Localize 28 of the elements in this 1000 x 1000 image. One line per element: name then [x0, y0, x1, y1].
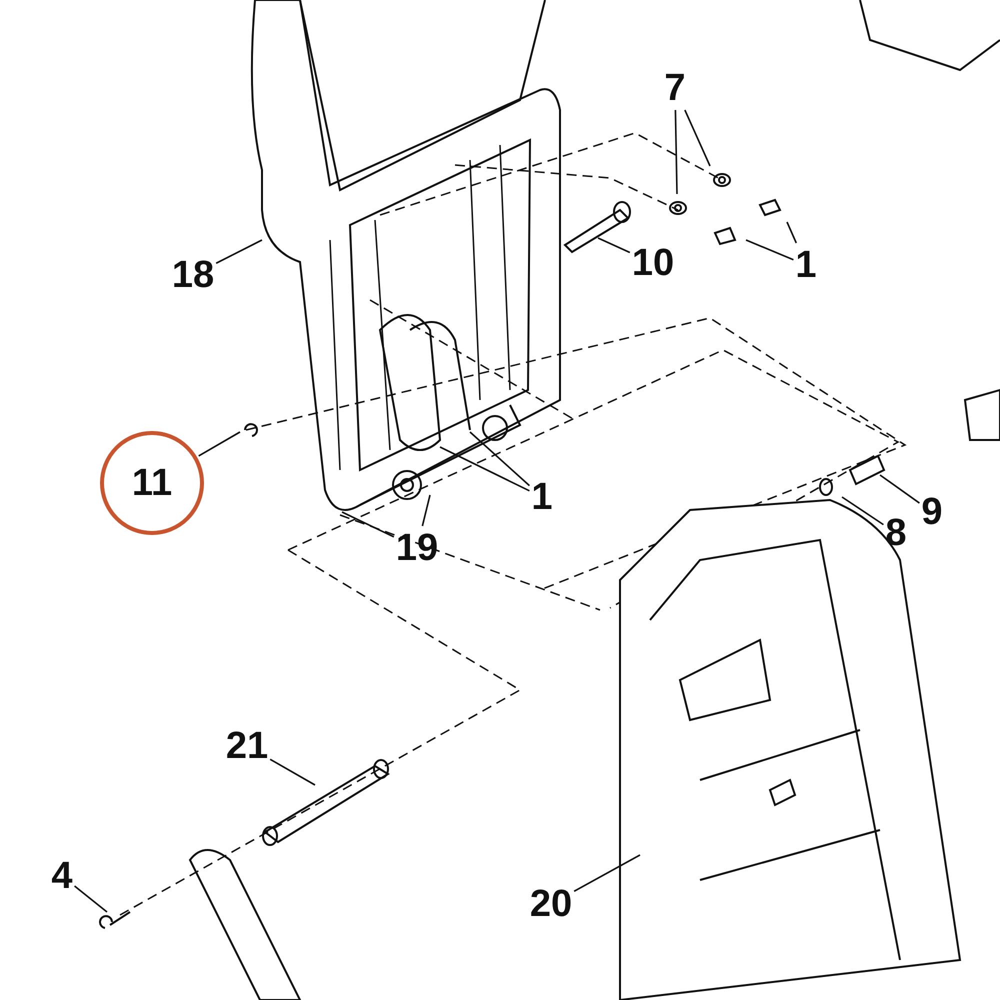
leader-line — [198, 431, 240, 457]
callout-number: 20 — [530, 884, 572, 924]
callout-number: 7 — [664, 68, 686, 108]
leader-line — [574, 854, 640, 892]
highlighted-callout-number: 11 — [100, 431, 204, 535]
leader-line — [842, 496, 884, 526]
callout-number: 1 — [795, 245, 817, 285]
leader-line — [216, 239, 262, 264]
callout-number: 18 — [172, 255, 214, 295]
leader-line — [270, 758, 316, 786]
leader-line — [74, 885, 108, 913]
callout-number: 21 — [226, 726, 268, 766]
leader-line — [469, 431, 530, 486]
leader-line — [342, 511, 394, 538]
leader-line — [880, 474, 920, 504]
callout-number: 19 — [396, 528, 438, 568]
leader-line — [440, 446, 530, 492]
callout-number: 9 — [921, 492, 943, 532]
leader-line — [674, 110, 678, 194]
callout-number: 8 — [885, 513, 907, 553]
leader-line — [786, 222, 798, 244]
callout-number: 10 — [632, 243, 674, 283]
leader-line — [746, 239, 794, 260]
leader-line — [598, 237, 630, 254]
callout-number: 1 — [531, 477, 553, 517]
leader-line — [684, 110, 711, 166]
leader-line — [422, 494, 431, 526]
callout-number: 4 — [51, 856, 73, 896]
